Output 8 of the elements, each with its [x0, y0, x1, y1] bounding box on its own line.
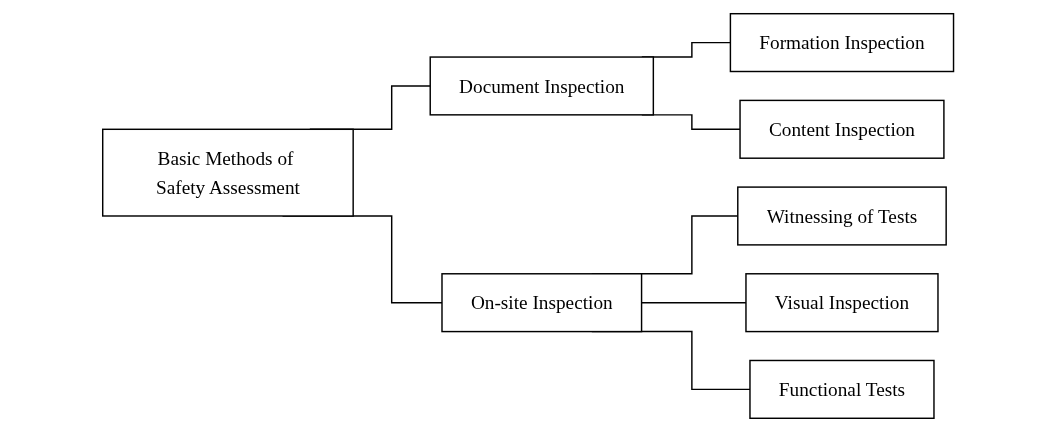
- node-box: Visual Inspection: [745, 273, 939, 333]
- node-box: Document Inspection: [429, 56, 654, 116]
- node-box: Witnessing of Tests: [736, 186, 947, 246]
- node-box: Content Inspection: [739, 99, 945, 159]
- node-box: Formation Inspection: [729, 13, 955, 73]
- node-box: Functional Tests: [749, 359, 935, 419]
- node-box: On-site Inspection: [441, 273, 643, 333]
- node-box: Basic Methods of Safety Assessment: [101, 128, 354, 217]
